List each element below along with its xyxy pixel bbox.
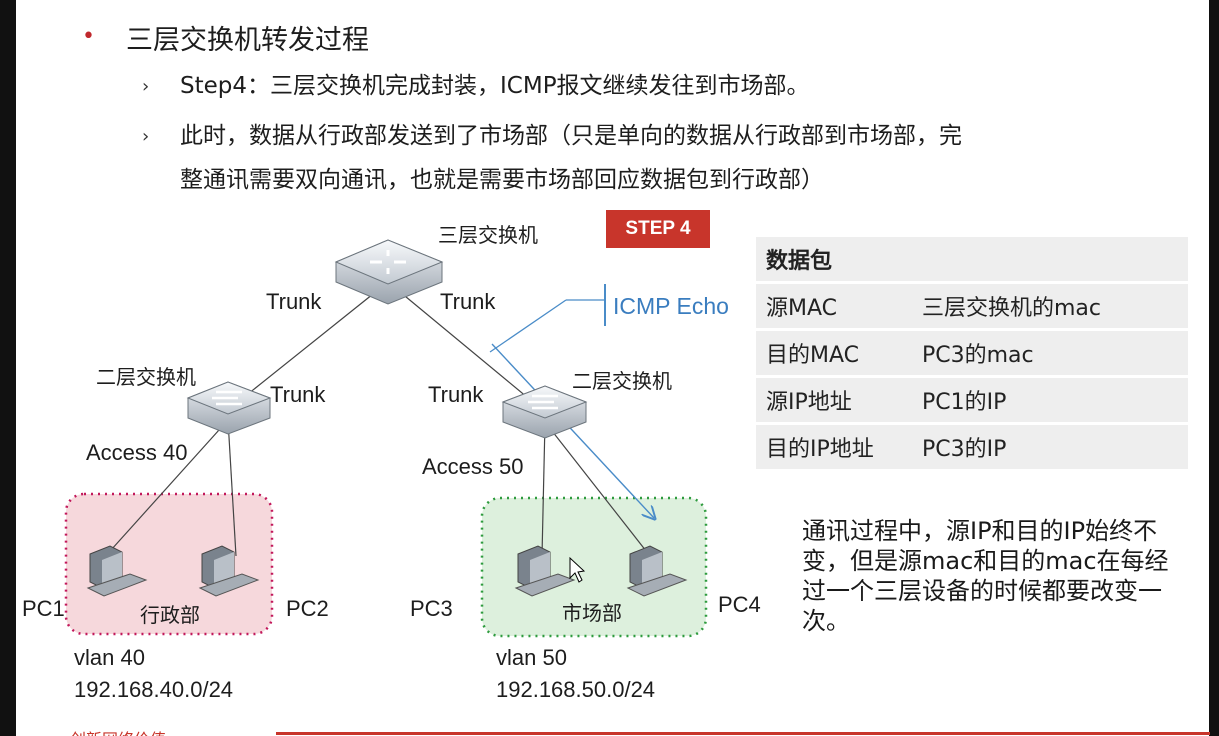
link-core-right: [387, 281, 546, 413]
pc2-label: PC2: [286, 596, 329, 621]
trunk-label-right-switch: Trunk: [428, 382, 484, 407]
step-badge: STEP 4: [606, 210, 710, 248]
packet-table-header-row: 数据包: [756, 237, 1188, 281]
packet-key: 目的IP地址: [756, 425, 912, 469]
pc1-icon: [86, 545, 148, 597]
right-edge-bar: [1209, 0, 1219, 736]
packet-value: PC3的IP: [912, 425, 1188, 469]
l2-switch-left-icon: [186, 381, 272, 435]
table-row: 源MAC 三层交换机的mac: [756, 284, 1188, 328]
left-edge-bar: [0, 0, 16, 736]
link-core-left: [227, 281, 389, 411]
vlan40-zone: [64, 492, 274, 636]
vlan50-zone: [480, 496, 708, 638]
packet-value: PC1的IP: [912, 378, 1188, 422]
vlan-left-label: vlan 40: [74, 645, 145, 670]
trunk-label-core-right: Trunk: [440, 289, 496, 314]
dept-right-label: 市场部: [562, 602, 622, 625]
link-sw-pc1: [101, 419, 229, 561]
link-sw-pc4: [544, 421, 651, 557]
access-right-label: Access 50: [422, 454, 524, 479]
pc4-label: PC4: [718, 592, 761, 617]
trunk-label-left-switch: Trunk: [270, 382, 326, 407]
title-bullet: •: [82, 24, 95, 49]
pc1-label: PC1: [22, 596, 65, 621]
packet-value: 三层交换机的mac: [912, 284, 1188, 328]
l3-switch-icon: [334, 239, 444, 305]
bullet-now-line2: 整通讯需要双向通讯，也就是需要市场部回应数据包到行政部）: [180, 167, 824, 193]
l3-switch-label: 三层交换机: [438, 224, 538, 247]
packet-key: 源MAC: [756, 284, 912, 328]
icmp-echo-label: ICMP Echo: [613, 293, 729, 319]
trunk-label-core-left: Trunk: [266, 289, 322, 314]
dept-left-label: 行政部: [140, 604, 200, 627]
footer-text: 创新网络价值: [70, 726, 166, 736]
bullet-arrow-2: ›: [142, 126, 150, 147]
table-row: 目的MAC PC3的mac: [756, 331, 1188, 375]
link-sw-pc2: [227, 419, 237, 557]
l2-switch-right-icon: [501, 385, 588, 439]
table-row: 目的IP地址 PC3的IP: [756, 425, 1188, 469]
subnet-left-label: 192.168.40.0/24: [74, 677, 233, 702]
slide-title: 三层交换机转发过程: [126, 25, 369, 56]
bullet-step4: Step4：三层交换机完成封装，ICMP报文继续发往到市场部。: [180, 73, 810, 99]
packet-value: PC3的mac: [912, 331, 1188, 375]
packet-key: 源IP地址: [756, 378, 912, 422]
explanation-note: 通讯过程中，源IP和目的IP始终不变，但是源mac和目的mac在每经过一个三层设…: [802, 517, 1169, 635]
footer-rule: [276, 732, 1210, 735]
l2-switch-left-label: 二层交换机: [96, 366, 196, 389]
packet-table-header: 数据包: [756, 237, 1188, 281]
pc2-icon: [198, 545, 260, 597]
pc4-icon: [626, 545, 688, 597]
icmp-flow-arrow: [491, 343, 654, 518]
link-sw-pc3: [541, 421, 546, 557]
packet-table: 数据包 源MAC 三层交换机的mac 目的MAC PC3的mac 源IP地址 P…: [756, 234, 1188, 472]
access-left-label: Access 40: [86, 440, 188, 465]
l2-switch-right-label: 二层交换机: [572, 370, 672, 393]
bullet-now-line1: 此时，数据从行政部发送到了市场部（只是单向的数据从行政部到市场部，完: [180, 123, 962, 149]
vlan-right-label: vlan 50: [496, 645, 567, 670]
pc3-label: PC3: [410, 596, 453, 621]
subnet-right-label: 192.168.50.0/24: [496, 677, 655, 702]
mouse-cursor-icon: [569, 556, 586, 583]
table-row: 源IP地址 PC1的IP: [756, 378, 1188, 422]
bullet-arrow-1: ›: [142, 76, 150, 97]
pc3-icon: [514, 545, 576, 597]
packet-key: 目的MAC: [756, 331, 912, 375]
icmp-callout-leader: [489, 299, 567, 353]
